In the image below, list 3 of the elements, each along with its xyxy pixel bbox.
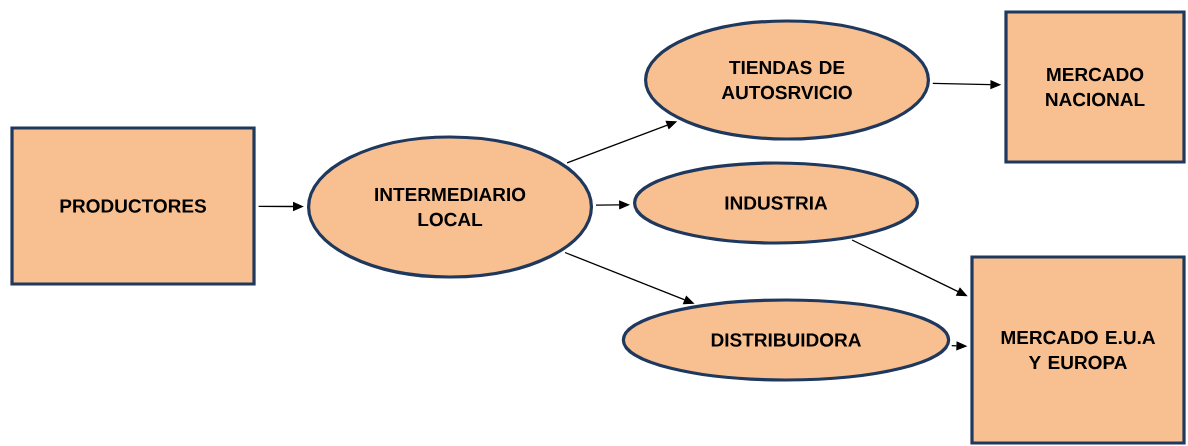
process-box: PRODUCTORES xyxy=(10,126,256,286)
process-box: MERCADO E.U.A Y EUROPA xyxy=(970,255,1186,445)
process-box: MERCADO NACIONAL xyxy=(1004,10,1186,164)
